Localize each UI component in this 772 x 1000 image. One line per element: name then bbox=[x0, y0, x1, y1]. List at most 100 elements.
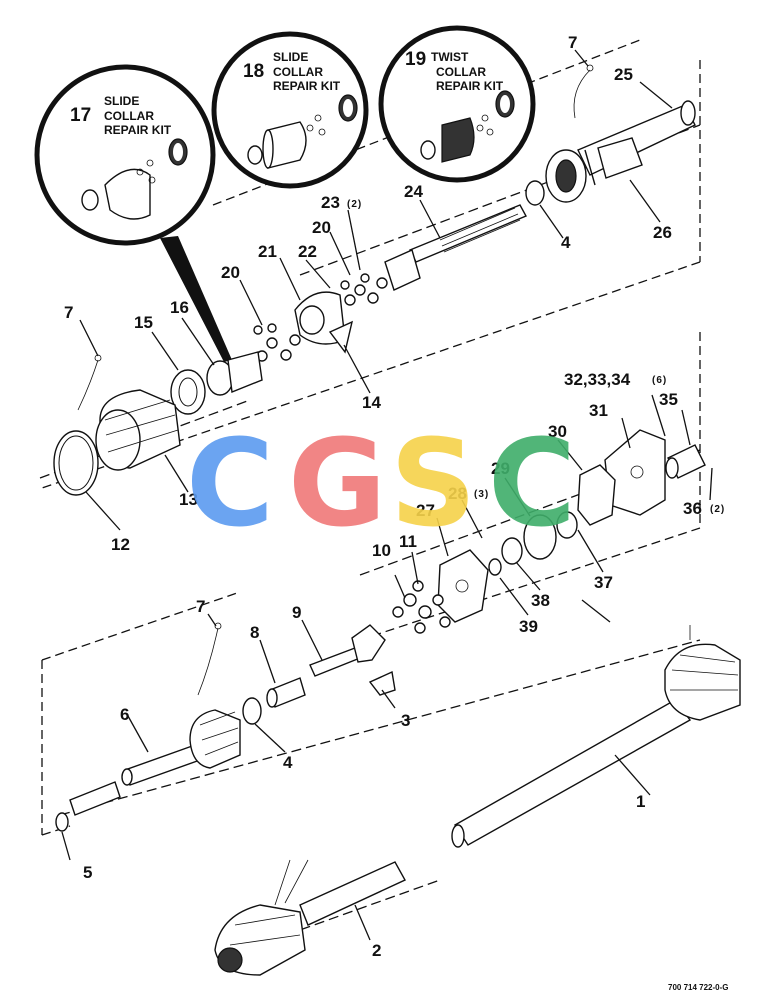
callout-28-qty: (3) bbox=[474, 489, 489, 500]
callout-36: 36 bbox=[683, 499, 702, 518]
watermark-letter-3: S bbox=[390, 415, 476, 554]
part-2-driveline-assembly bbox=[214, 859, 406, 976]
kit-19-circle bbox=[378, 25, 536, 183]
part-9-shaft bbox=[309, 624, 386, 677]
leader-lines bbox=[61, 49, 713, 941]
callout-2: 2 bbox=[372, 941, 381, 960]
cross-kit-upper-left bbox=[253, 323, 301, 362]
callout-23-qty: (2) bbox=[347, 199, 362, 210]
callout-1: 1 bbox=[636, 792, 645, 811]
part-6-guard-half bbox=[121, 709, 241, 786]
callout-36-qty: (2) bbox=[710, 504, 725, 515]
part-7-chain-lower bbox=[197, 622, 222, 696]
kit-17-label: 17 SLIDE COLLAR REPAIR KIT bbox=[70, 94, 172, 137]
callout-22: 22 bbox=[298, 242, 317, 261]
part-collar-yoke-upper bbox=[545, 149, 587, 203]
callout-28: 28 bbox=[448, 484, 467, 503]
callout-30: 30 bbox=[548, 422, 567, 441]
callout-20-left: 20 bbox=[221, 263, 240, 282]
kit-19-label: 19 TWIST COLLAR REPAIR KIT bbox=[405, 49, 504, 93]
callout-5: 5 bbox=[83, 863, 92, 882]
part-29-disc bbox=[523, 514, 557, 560]
kit-17-number: 17 bbox=[70, 105, 91, 126]
callout-7-top: 7 bbox=[568, 33, 577, 52]
kit-17-line2: COLLAR bbox=[104, 109, 154, 123]
part-7-chain-top bbox=[573, 64, 594, 119]
part-31-plate bbox=[604, 429, 666, 516]
part-3-shield bbox=[368, 670, 396, 696]
kit-19-line1: TWIST bbox=[431, 50, 469, 64]
callout-29: 29 bbox=[491, 459, 510, 478]
kit-17-circle bbox=[34, 64, 216, 246]
kit-17-line1: SLIDE bbox=[104, 94, 139, 108]
part-16-collar bbox=[206, 351, 263, 396]
callout-4-lower: 4 bbox=[283, 753, 293, 772]
callout-7-lower: 7 bbox=[196, 597, 205, 616]
callout-10: 10 bbox=[372, 541, 391, 560]
kit-18-line3: REPAIR KIT bbox=[273, 79, 341, 93]
part-8-bushing bbox=[266, 677, 306, 708]
callout-14: 14 bbox=[362, 393, 381, 412]
part-24-splined-shaft bbox=[384, 204, 527, 291]
part-30-plate bbox=[577, 464, 616, 526]
kit-18-label: 18 SLIDE COLLAR REPAIR KIT bbox=[243, 50, 341, 93]
callout-25: 25 bbox=[614, 65, 633, 84]
cross-kit-upper-right bbox=[340, 273, 388, 306]
part-inner-tube-lower bbox=[69, 781, 121, 816]
part-25-tube bbox=[577, 100, 696, 186]
part-12-ring bbox=[53, 430, 99, 496]
kit-19-line2: COLLAR bbox=[436, 65, 486, 79]
callout-32-33-34: 32,33,34 bbox=[564, 370, 631, 389]
part-39-ring bbox=[488, 558, 502, 576]
kit-17-line3: REPAIR KIT bbox=[104, 123, 172, 137]
part-7-chain-upper bbox=[77, 354, 102, 411]
callout-23: 23 bbox=[321, 193, 340, 212]
part-4-ring-lower bbox=[242, 697, 262, 725]
callout-27: 27 bbox=[416, 501, 435, 520]
callout-4-upper: 4 bbox=[561, 233, 571, 252]
callout-37: 37 bbox=[594, 573, 613, 592]
kit-18-number: 18 bbox=[243, 61, 264, 82]
callout-13: 13 bbox=[179, 490, 198, 509]
watermark-letter-2: G bbox=[288, 415, 387, 554]
callout-3: 3 bbox=[401, 711, 410, 730]
callout-7-middle: 7 bbox=[64, 303, 73, 322]
kit-17-leader-wedge bbox=[160, 236, 232, 362]
part-14-shield bbox=[328, 320, 354, 354]
watermark-letter-4: C bbox=[488, 415, 576, 554]
kit-18-circle bbox=[211, 31, 369, 189]
watermark-cgsc: C G S C bbox=[186, 415, 576, 554]
callout-6: 6 bbox=[120, 705, 129, 724]
part-35-fitting bbox=[665, 444, 706, 479]
callout-32-qty: (6) bbox=[652, 375, 667, 386]
kit-18-line2: COLLAR bbox=[273, 65, 323, 79]
callout-20-right: 20 bbox=[312, 218, 331, 237]
part-37-washer bbox=[556, 511, 578, 539]
watermark-letter-1: C bbox=[186, 415, 274, 554]
callout-21: 21 bbox=[258, 242, 277, 261]
part-5-ring bbox=[55, 812, 69, 832]
callout-15: 15 bbox=[134, 313, 153, 332]
part-13-cone bbox=[95, 389, 181, 471]
part-4-ring-upper bbox=[525, 180, 545, 206]
part-27-flange-yoke bbox=[437, 549, 489, 623]
part-1-driveline-assembly bbox=[451, 625, 741, 848]
part-15-ring bbox=[170, 369, 206, 415]
callout-12: 12 bbox=[111, 535, 130, 554]
callout-38: 38 bbox=[531, 591, 550, 610]
callout-labels: 1 2 3 4 4 5 6 7 7 7 8 9 10 11 12 13 14 1… bbox=[64, 33, 725, 960]
callout-8: 8 bbox=[250, 623, 259, 642]
kit-18-line1: SLIDE bbox=[273, 50, 308, 64]
part-26-sleeve bbox=[597, 137, 643, 179]
callout-26: 26 bbox=[653, 223, 672, 242]
callout-9: 9 bbox=[292, 603, 301, 622]
callout-16: 16 bbox=[170, 298, 189, 317]
callout-11: 11 bbox=[399, 532, 417, 551]
callout-39: 39 bbox=[519, 617, 538, 636]
figure-reference: 700 714 722-0-G bbox=[668, 983, 729, 992]
kit-19-number: 19 bbox=[405, 49, 426, 70]
callout-35: 35 bbox=[659, 390, 678, 409]
callout-24: 24 bbox=[404, 182, 423, 201]
callout-31: 31 bbox=[589, 401, 608, 420]
